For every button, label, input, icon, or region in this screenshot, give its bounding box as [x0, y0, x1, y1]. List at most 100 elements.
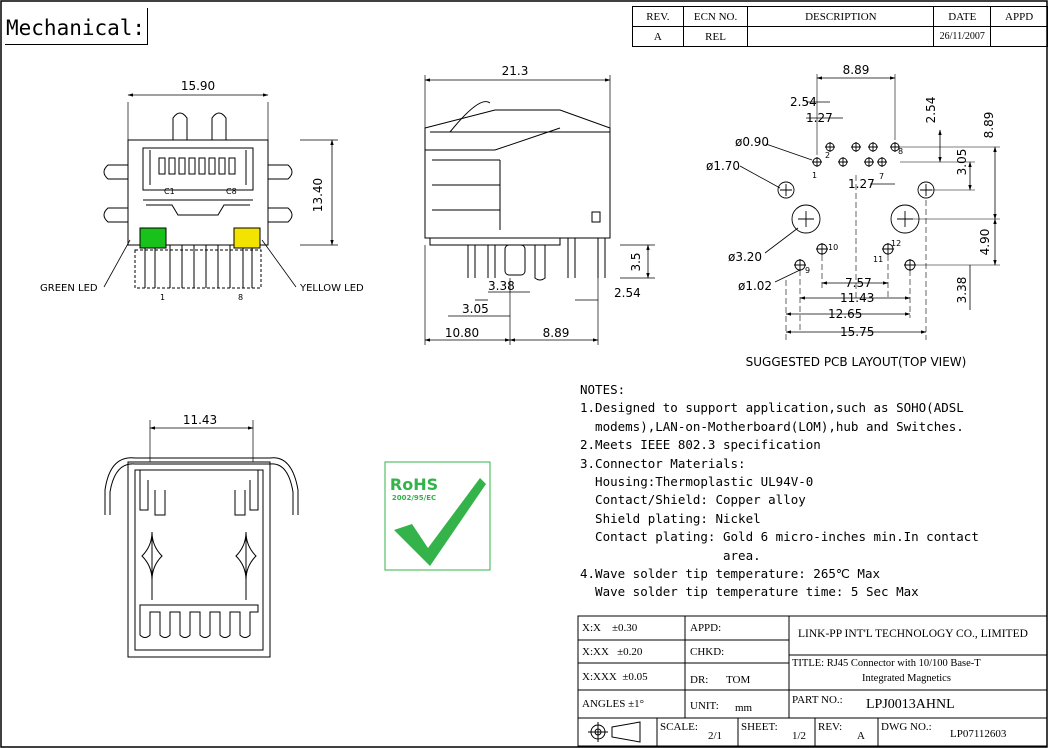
side-slot [591, 211, 601, 223]
pcb-dim-12-65: 12.65 [828, 307, 862, 321]
pcb-pin-11: 11 [873, 255, 883, 264]
notes-line: Contact/Shield: Copper alloy [580, 492, 806, 508]
yellow-led-leader [261, 239, 297, 288]
front-pin-8: 8 [238, 293, 243, 302]
bottom-cross-right [235, 531, 257, 581]
pcb-pin-10: 10 [828, 243, 838, 252]
chkd-label: CHKD: [690, 646, 725, 658]
date-value: 26/11/2007 [933, 26, 992, 47]
front-post-right [211, 112, 227, 140]
unit-label: UNIT: [690, 700, 719, 712]
description-value [747, 26, 935, 47]
ecn-value: REL [682, 26, 749, 47]
scale-label: SCALE: [660, 721, 698, 733]
front-contacts [158, 157, 236, 175]
side-dim-8-89: 8.89 [543, 326, 570, 340]
notes-heading: NOTES: [580, 382, 626, 397]
side-wire [449, 101, 491, 133]
label-c8: C8 [226, 187, 237, 196]
scale-value: 2/1 [708, 730, 723, 742]
front-jack-opening [142, 147, 254, 191]
notes-line: Shield plating: Nickel [580, 510, 761, 526]
side-pins [467, 238, 606, 281]
drawn-by-label: DR: [690, 674, 709, 686]
bottom-body [127, 461, 271, 658]
side-view [424, 75, 655, 345]
bottom-width-dim: 11.43 [183, 413, 217, 427]
bottom-outer-shield [104, 457, 299, 515]
rev-value: A [632, 26, 684, 47]
bottom-teeth [139, 604, 259, 638]
label-c1: C1 [164, 187, 175, 196]
notes-line: 4.Wave solder tip temperature: 265℃ Max [580, 566, 881, 582]
sheet-label: SHEET: [741, 721, 778, 733]
side-dim-3-5: 3.5 [629, 252, 643, 271]
front-latch [143, 199, 253, 216]
dwg-no-label: DWG NO.: [881, 721, 932, 733]
pcb-caption: SUGGESTED PCB LAYOUT(TOP VIEW) [746, 355, 967, 369]
pcb-layout [739, 74, 1000, 340]
sheet-value: 1/2 [792, 730, 807, 742]
notes-line: 3.Connector Materials: [580, 455, 746, 471]
pcb-pin-12: 12 [891, 239, 901, 248]
company-name: LINK-PP INT'L TECHNOLOGY CO., LIMITED [798, 628, 1028, 640]
drawing-title-line1: TITLE: RJ45 Connector with 10/100 Base-T [792, 658, 981, 669]
pcb-pin-labels: 1 2 7 8 9 10 11 12 [805, 147, 903, 275]
rev-label: REV: [818, 721, 843, 733]
rohs-directive: 2002/95/EC [392, 494, 436, 502]
tolerance-xx: X:XX ±0.20 [582, 646, 643, 658]
front-width-dim: 15.90 [181, 79, 215, 93]
rev-value: A [857, 730, 865, 742]
pcb-dim-labels: 8.89 2.54 1.27 ø0.90 ø1.70 ø3.20 ø1.02 1… [706, 63, 996, 339]
title-block-grid [577, 615, 1048, 747]
front-view [103, 93, 338, 289]
green-led-indicator [139, 227, 167, 249]
front-pin-1: 1 [160, 293, 165, 302]
pcb-dim-15-75: 15.75 [840, 325, 874, 339]
part-no-label: PART NO.: [792, 694, 843, 706]
bottom-view [104, 420, 299, 658]
revision-row: A REL 26/11/2007 [632, 26, 1048, 47]
pcb-dim-11-43: 11.43 [840, 291, 874, 305]
rohs-title: RoHS [390, 475, 438, 494]
pcb-dim-v-2-54: 2.54 [924, 97, 938, 124]
pcb-dim-v-8-89: 8.89 [982, 112, 996, 139]
tolerance-xxx: X:XXX ±0.05 [582, 671, 648, 683]
pcb-pin-2: 2 [825, 151, 830, 160]
pcb-pin-9: 9 [805, 266, 810, 275]
notes-line: area. [580, 547, 761, 563]
side-length-dim: 21.3 [502, 64, 529, 78]
bottom-cross-left [141, 531, 163, 581]
notes-line: 1.Designed to support application,such a… [580, 400, 964, 416]
rohs-checkmark [394, 478, 486, 566]
drawing-title-line2: Integrated Magnetics [862, 673, 951, 684]
tolerance-angles: ANGLES ±1° [582, 698, 645, 710]
pcb-pin-1: 1 [812, 171, 817, 180]
part-no-value: LPJ0013AHNL [866, 697, 955, 712]
unit-value: mm [735, 702, 753, 714]
pcb-dim-v-4-90: 4.90 [978, 229, 992, 256]
title-box [5, 8, 148, 45]
pcb-dim-7-57: 7.57 [845, 276, 872, 290]
side-dim-3-38: 3.38 [488, 279, 515, 293]
side-dim-3-05: 3.05 [462, 302, 489, 316]
pcb-dim-0-90: ø0.90 [735, 135, 769, 149]
front-pins [134, 245, 262, 289]
ecn-header: ECN NO. [682, 6, 749, 27]
side-dim-2-54: 2.54 [614, 286, 641, 300]
pcb-signal-pins [812, 142, 900, 167]
green-led-leader [103, 239, 131, 288]
pcb-dim-1-27-mid: 1.27 [848, 177, 875, 191]
rohs-logo: RoHS 2002/95/EC [384, 461, 491, 571]
yellow-led-indicator [233, 227, 261, 249]
front-body [127, 139, 269, 246]
notes-section: NOTES: 1.Designed to support application… [580, 381, 979, 602]
notes-line: modems),LAN-on-Motherboard(LOM),hub and … [580, 418, 964, 434]
pcb-dim-1-70: ø1.70 [706, 159, 740, 173]
appd-label: APPD: [690, 622, 722, 634]
pcb-dim-v-3-05: 3.05 [955, 149, 969, 176]
pcb-dim-8-89: 8.89 [843, 63, 870, 77]
